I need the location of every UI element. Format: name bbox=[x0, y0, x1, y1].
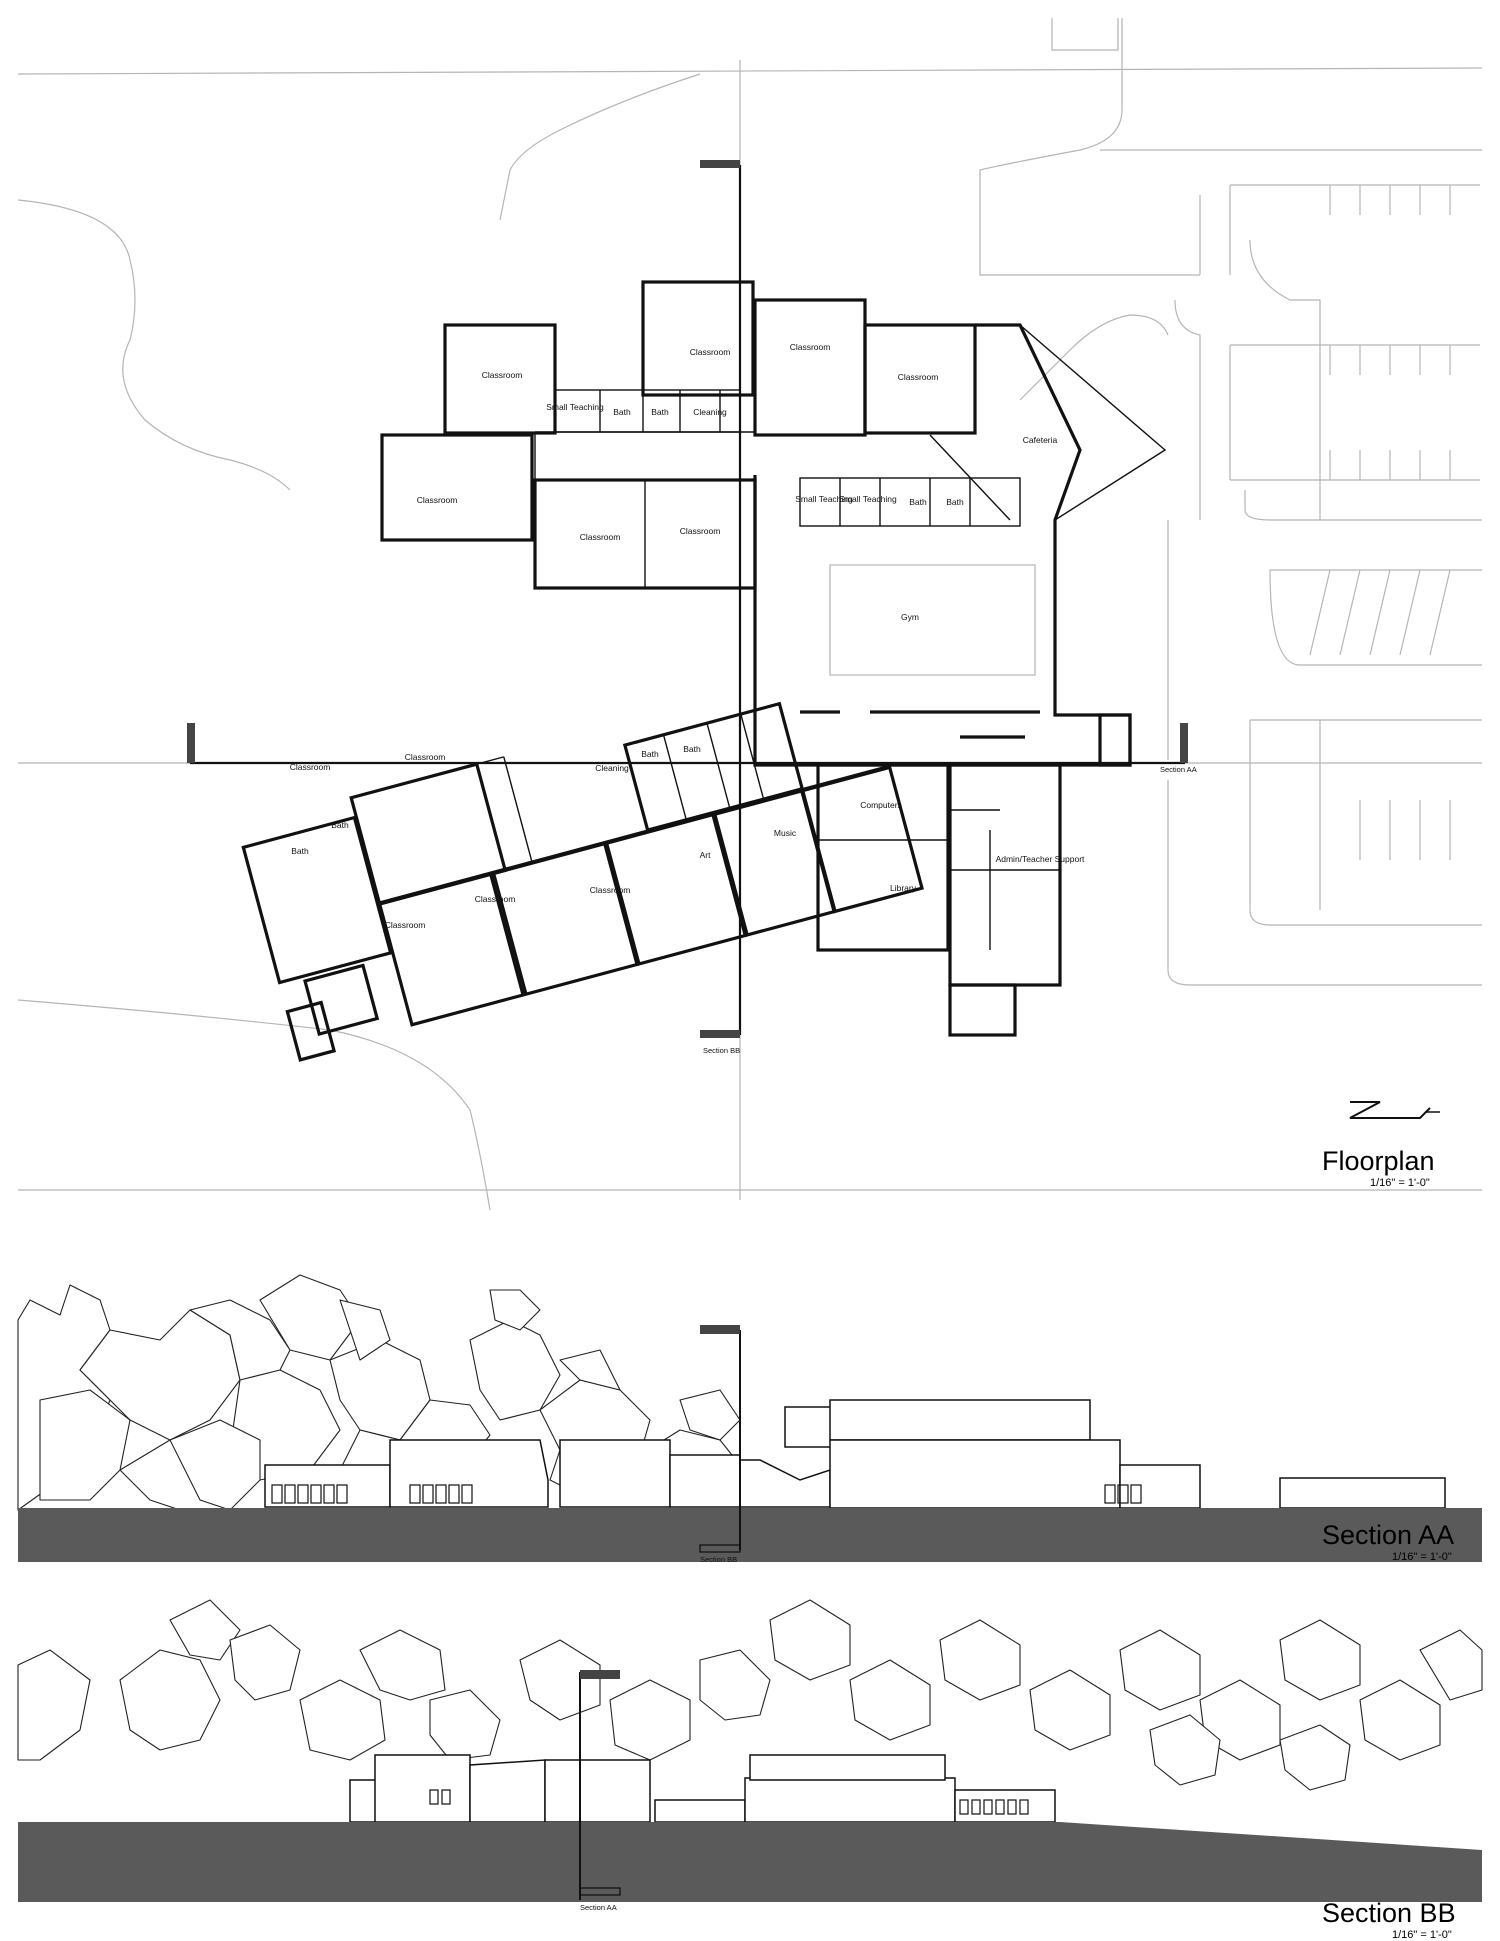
room-label: Bath bbox=[641, 749, 659, 759]
room-label: Cafeteria bbox=[1023, 435, 1058, 445]
section-bb-buildings bbox=[349, 1754, 1056, 1823]
room-label: Bath bbox=[683, 744, 701, 754]
room-label: Classroom bbox=[405, 752, 446, 762]
room-label: Classroom bbox=[898, 372, 939, 382]
section-aa-marker-label: Section BB bbox=[700, 1555, 737, 1564]
section-aa-buildings bbox=[264, 1399, 1446, 1509]
section-aa-scale: 1/16" = 1'-0" bbox=[1392, 1551, 1452, 1563]
section-bb-drawing: Section AA bbox=[17, 1599, 1483, 1912]
room-label: Small Teaching bbox=[795, 494, 853, 504]
section-aa-title: Section AA bbox=[1322, 1520, 1454, 1550]
north-arrow-icon bbox=[1349, 1101, 1440, 1119]
room-label: Small Teaching bbox=[839, 494, 897, 504]
room-label: Classroom bbox=[790, 342, 831, 352]
section-bb-scale: 1/16" = 1'-0" bbox=[1392, 1929, 1452, 1941]
floorplan-title: Floorplan bbox=[1322, 1146, 1435, 1176]
room-label: Classroom bbox=[482, 370, 523, 380]
room-label: Bath bbox=[946, 497, 964, 507]
section-marker-label: Section BB bbox=[703, 1046, 740, 1055]
floorplan-walls bbox=[241, 280, 1167, 1062]
tree-canopy bbox=[17, 1599, 1483, 1791]
room-label: Computers bbox=[860, 800, 902, 810]
room-label: Bath bbox=[909, 497, 927, 507]
section-cut-lines bbox=[187, 160, 1188, 1038]
room-label: Admin/Teacher Support bbox=[996, 854, 1085, 864]
room-label: Classroom bbox=[290, 762, 331, 772]
room-label: Classroom bbox=[580, 532, 621, 542]
room-label: Cleaning bbox=[693, 407, 727, 417]
ground-band bbox=[18, 1508, 1482, 1562]
room-label: Bath bbox=[651, 407, 669, 417]
ground-band bbox=[18, 1822, 1482, 1902]
floorplan-scale: 1/16" = 1'-0" bbox=[1370, 1177, 1430, 1189]
room-label: Classroom bbox=[475, 894, 516, 904]
room-label: Music bbox=[774, 828, 797, 838]
room-label: Bath bbox=[291, 846, 309, 856]
room-label: Cleaning bbox=[595, 763, 629, 773]
section-aa-drawing: Section BB bbox=[17, 1274, 1482, 1564]
room-label: Library bbox=[890, 883, 917, 893]
room-label: Art bbox=[700, 850, 712, 860]
room-labels: Classroom Small Teaching Bath Bath Clean… bbox=[290, 342, 1197, 1055]
room-label: Classroom bbox=[680, 526, 721, 536]
section-bb-marker-label: Section AA bbox=[580, 1903, 617, 1912]
room-label: Bath bbox=[331, 820, 349, 830]
room-label: Bath bbox=[613, 407, 631, 417]
room-label: Classroom bbox=[417, 495, 458, 505]
room-label: Classroom bbox=[590, 885, 631, 895]
section-marker-label: Section AA bbox=[1160, 765, 1197, 774]
room-label: Gym bbox=[901, 612, 919, 622]
room-label: Small Teaching bbox=[546, 402, 604, 412]
room-label: Classroom bbox=[690, 347, 731, 357]
section-bb-title: Section BB bbox=[1322, 1898, 1456, 1928]
site-context bbox=[17, 18, 1483, 1211]
room-label: Classroom bbox=[385, 920, 426, 930]
